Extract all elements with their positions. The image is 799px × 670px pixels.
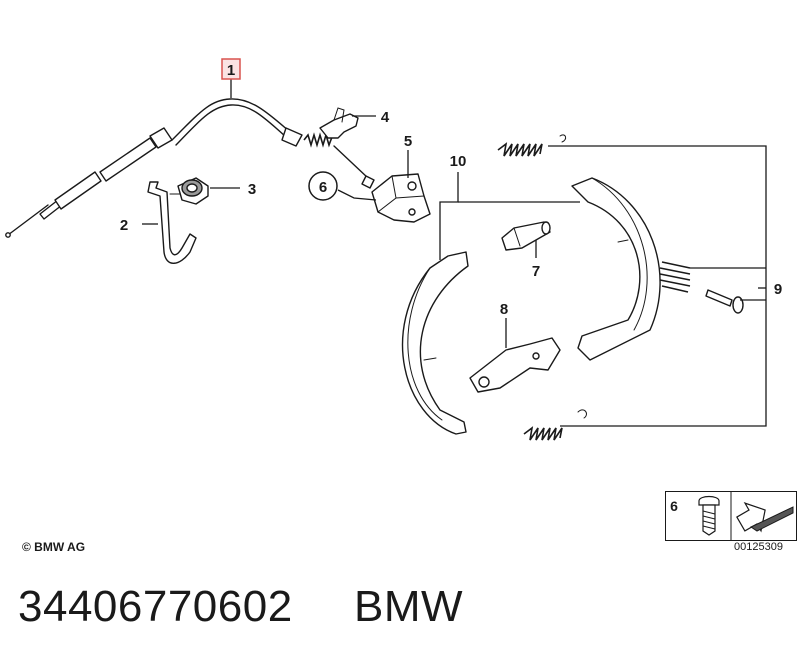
callout-8-label[interactable]: 8 xyxy=(500,301,508,318)
callout-5-label[interactable]: 5 xyxy=(404,133,412,150)
callout-10-label[interactable]: 10 xyxy=(450,153,467,170)
springs-part-9[interactable] xyxy=(497,134,744,441)
brand-name: BMW xyxy=(354,582,464,631)
callout-7-label[interactable]: 7 xyxy=(532,263,540,280)
bolt-icon xyxy=(698,495,720,536)
callout-3-label[interactable]: 3 xyxy=(248,181,256,198)
adjuster-part-7[interactable] xyxy=(501,221,551,251)
callout-1-highlight xyxy=(221,58,241,80)
copyright-notice: © BMW AG xyxy=(22,540,86,554)
part-number: 34406770602 xyxy=(18,582,293,631)
diagram-code: 00125309 xyxy=(734,541,783,553)
callout-2-label[interactable]: 2 xyxy=(120,217,128,234)
legend-label: 6 xyxy=(670,498,678,514)
callout-6-label: 6 xyxy=(319,179,327,196)
callout-9-label[interactable]: 9 xyxy=(774,281,782,298)
brake-shoes-part-10[interactable] xyxy=(401,177,661,435)
callout-6-circle xyxy=(308,171,338,201)
replace-arrow-icon xyxy=(736,502,794,533)
callout-1[interactable]: 1 xyxy=(221,58,241,80)
callout-6[interactable]: 6 xyxy=(308,171,338,201)
lever-part-8[interactable] xyxy=(469,337,561,393)
expander-bracket-part-5[interactable] xyxy=(371,173,431,223)
leader-lines xyxy=(142,79,767,427)
callout-1-label: 1 xyxy=(227,62,235,79)
callout-4-label[interactable]: 4 xyxy=(381,109,390,126)
grommet-part-3[interactable] xyxy=(177,177,209,205)
legend-box: 6 xyxy=(665,491,797,541)
brake-cable-part-1[interactable] xyxy=(5,98,375,238)
clip-part-4[interactable] xyxy=(319,107,359,139)
